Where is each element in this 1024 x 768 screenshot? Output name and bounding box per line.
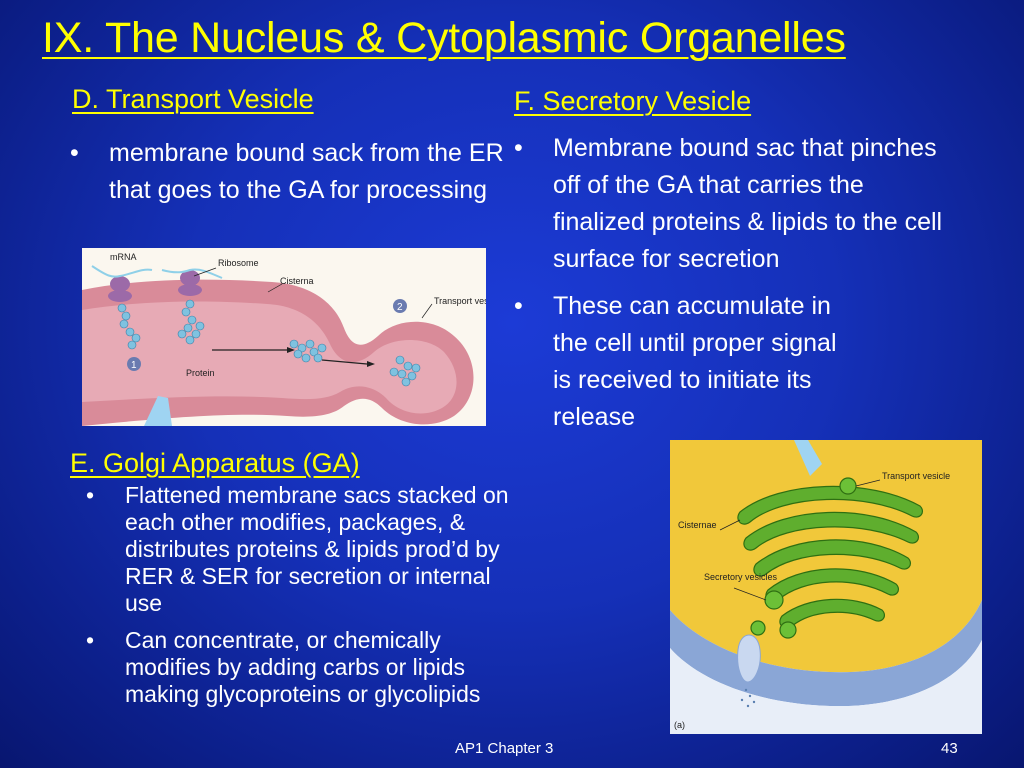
step-marker-2: 2: [393, 299, 407, 313]
svg-text:1: 1: [131, 360, 137, 371]
er-transport-illustration: mRNA Ribosome Cisterna Transport vesicle…: [82, 252, 486, 426]
list-item: • membrane bound sack from the ER that g…: [70, 135, 509, 209]
transport-vesicle-bullets: • membrane bound sack from the ER that g…: [70, 135, 509, 209]
label-protein: Protein: [186, 368, 215, 378]
label-transport-vesicle: Transport vesicle: [434, 296, 486, 306]
footer-page-number: 43: [941, 740, 958, 757]
pointer-arrow-icon: [144, 396, 172, 426]
svg-text:2: 2: [397, 302, 403, 313]
secretory-vesicle-bullets: • Membrane bound sac that pinches off of…: [514, 130, 953, 436]
list-item: • These can accumulate in the cell until…: [514, 288, 853, 436]
protein-chain: [117, 299, 421, 387]
heading-golgi-apparatus: E. Golgi Apparatus (GA): [70, 448, 360, 478]
vesicles: [750, 477, 857, 639]
label-mrna: mRNA: [110, 252, 137, 262]
bullet-text: Can concentrate, or chemically modifies …: [125, 627, 481, 707]
label-transport-vesicle: Transport vesicle: [882, 471, 950, 481]
bullet-marker: •: [514, 134, 523, 162]
pointer-arrow-icon: [794, 440, 822, 476]
bullet-marker: •: [70, 139, 79, 167]
heading-transport-vesicle: D. Transport Vesicle: [72, 84, 314, 114]
heading-secretory-vesicle: F. Secretory Vesicle: [514, 86, 752, 116]
bullet-marker: •: [86, 482, 95, 508]
bullet-marker: •: [514, 292, 523, 320]
bullet-text: These can accumulate in the cell until p…: [553, 292, 837, 431]
golgi-bullets: • Flattened membrane sacs stacked on eac…: [86, 482, 525, 708]
label-secretory-vesicles: Secretory vesicles: [704, 572, 778, 582]
step-marker-1: 1: [127, 357, 141, 371]
golgi-figure: Transport vesicle Cisternae Secretory ve…: [670, 440, 982, 734]
bullet-text: Flattened membrane sacs stacked on each …: [125, 482, 509, 616]
label-cisterna: Cisterna: [280, 276, 314, 286]
bullet-marker: •: [86, 627, 95, 653]
bullet-text: Membrane bound sac that pinches off of t…: [553, 134, 943, 273]
list-item: • Can concentrate, or chemically modifie…: [86, 627, 525, 708]
golgi-illustration: Transport vesicle Cisternae Secretory ve…: [670, 440, 982, 734]
label-panel: (a): [674, 720, 685, 730]
bullet-text: membrane bound sack from the ER that goe…: [109, 139, 504, 204]
list-item: • Membrane bound sac that pinches off of…: [514, 130, 953, 278]
footer-course: AP1 Chapter 3: [455, 740, 554, 757]
label-ribosome: Ribosome: [218, 258, 259, 268]
label-cisternae: Cisternae: [678, 520, 717, 530]
list-item: • Flattened membrane sacs stacked on eac…: [86, 482, 525, 617]
slide-title: IX. The Nucleus & Cytoplasmic Organelles: [42, 14, 846, 62]
er-transport-figure: mRNA Ribosome Cisterna Transport vesicle…: [82, 248, 486, 426]
